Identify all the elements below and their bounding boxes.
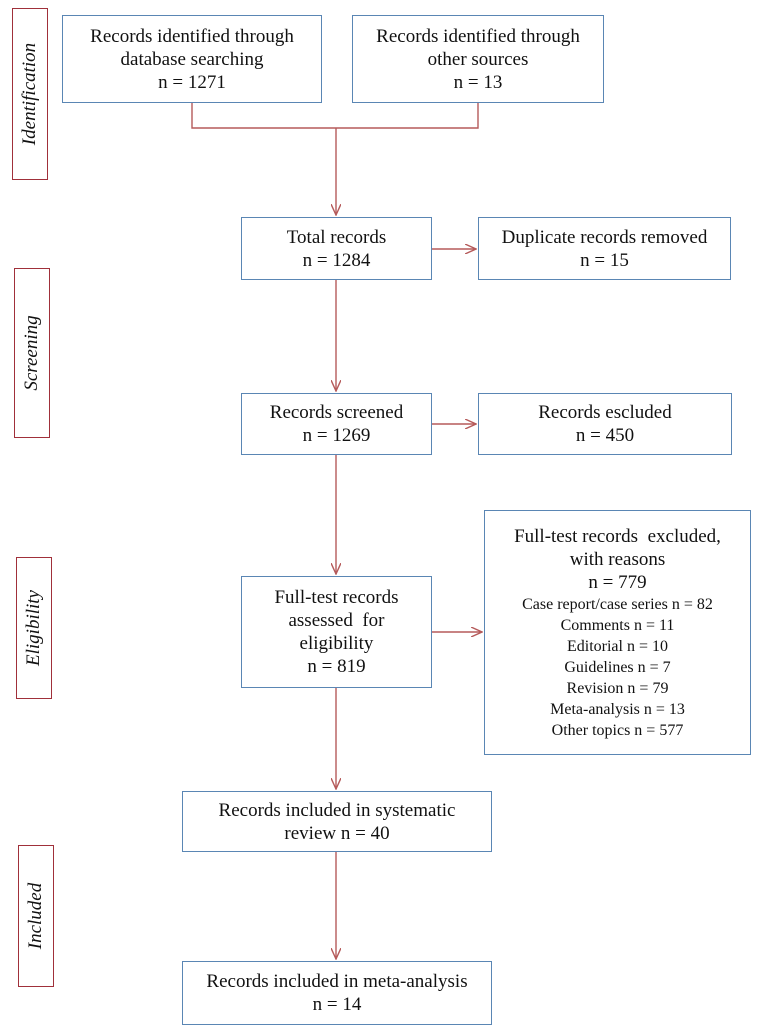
- phase-identification: Identification: [12, 8, 48, 180]
- systematic-review-line2: review n = 40: [284, 822, 390, 844]
- fulltext-assessed-count: n = 819: [307, 656, 366, 677]
- other-sources-count: n = 13: [453, 71, 503, 93]
- records-screened-box: Records screened n = 1269: [241, 393, 432, 455]
- other-sources-box: Records identified through other sources…: [352, 15, 604, 103]
- fulltext-excluded-count: n = 779: [588, 571, 647, 593]
- phase-screening-label: Screening: [21, 315, 42, 391]
- phase-eligibility: Eligibility: [16, 557, 52, 699]
- meta-analysis-box: Records included in meta-analysis n = 14: [182, 961, 492, 1025]
- phase-included: Included: [18, 845, 54, 987]
- phase-identification-label: Identification: [19, 42, 40, 146]
- reason-editorial: Editorial n = 10: [566, 637, 668, 655]
- other-sources-line1: Records identified through: [376, 25, 580, 47]
- systematic-review-box: Records included in systematic review n …: [182, 791, 492, 852]
- reason-comments: Comments n = 11: [560, 616, 675, 634]
- phase-included-label: Included: [25, 882, 46, 950]
- fulltext-excluded-line1: Full-test records excluded,: [514, 525, 721, 547]
- database-search-count: n = 1271: [158, 71, 226, 93]
- systematic-review-line1: Records included in systematic: [218, 799, 456, 821]
- database-search-line1: Records identified through: [90, 25, 294, 47]
- records-screened-label: Records screened: [269, 402, 404, 423]
- fulltext-assessed-box: Full-test records assessed for eligibili…: [241, 576, 432, 688]
- fulltext-assessed-line2: assessed for: [288, 610, 385, 631]
- fulltext-assessed-line3: eligibility: [299, 633, 374, 654]
- records-excluded-label: Records escluded: [538, 402, 672, 423]
- database-search-box: Records identified through database sear…: [62, 15, 322, 103]
- fulltext-assessed-line1: Full-test records: [274, 587, 399, 608]
- duplicates-removed-count: n = 15: [580, 249, 629, 271]
- records-excluded-count: n = 450: [575, 425, 635, 446]
- duplicates-removed-label: Duplicate records removed: [501, 226, 708, 248]
- reason-other-topics: Other topics n = 577: [551, 721, 684, 739]
- database-search-line2: database searching: [120, 48, 264, 70]
- reason-meta-analysis: Meta-analysis n = 13: [550, 700, 685, 718]
- merge-connector: [191, 103, 479, 129]
- reason-revision: Revision n = 79: [566, 679, 669, 697]
- meta-analysis-line1: Records included in meta-analysis: [206, 971, 468, 992]
- fulltext-excluded-line2: with reasons: [569, 548, 666, 570]
- total-records-count: n = 1284: [302, 249, 371, 271]
- total-records-label: Total records: [286, 226, 387, 248]
- records-screened-count: n = 1269: [302, 425, 371, 446]
- fulltext-excluded-box: Full-test records excluded, with reasons…: [484, 510, 751, 755]
- reason-case-report: Case report/case series n = 82: [522, 595, 713, 613]
- phase-screening: Screening: [14, 268, 50, 438]
- duplicates-removed-box: Duplicate records removed n = 15: [478, 217, 731, 280]
- total-records-box: Total records n = 1284: [241, 217, 432, 280]
- phase-eligibility-label: Eligibility: [23, 590, 44, 666]
- records-excluded-box: Records escluded n = 450: [478, 393, 732, 455]
- other-sources-line2: other sources: [427, 48, 529, 70]
- reason-guidelines: Guidelines n = 7: [564, 658, 671, 676]
- meta-analysis-line2: n = 14: [312, 994, 362, 1015]
